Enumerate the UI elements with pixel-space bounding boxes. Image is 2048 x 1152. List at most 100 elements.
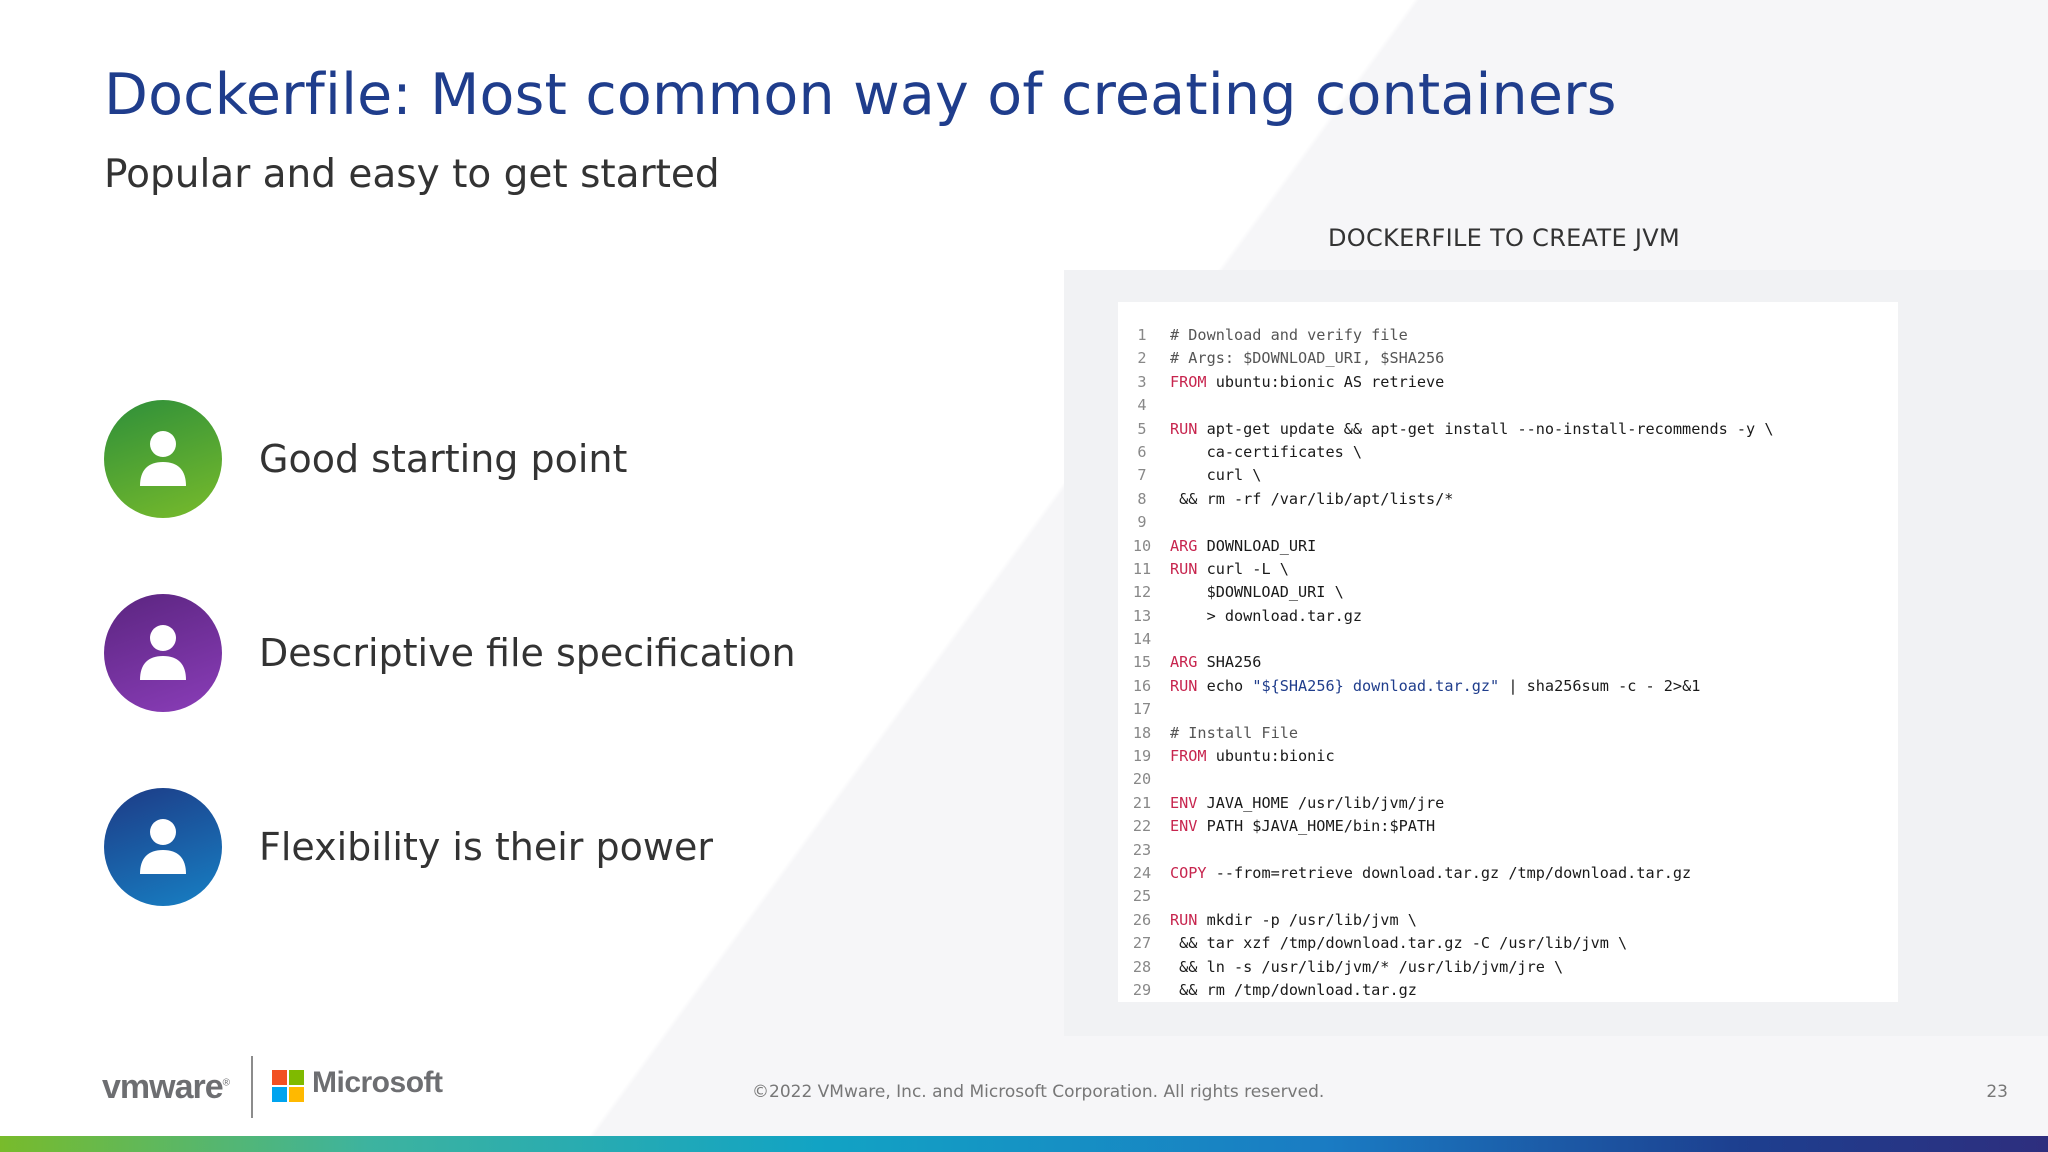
line-number: 8 — [1137, 489, 1147, 508]
code-line: 5 RUN apt-get update && apt-get install -… — [1118, 418, 1898, 441]
line-number: 16 — [1132, 676, 1152, 695]
line-number: 19 — [1132, 747, 1152, 766]
code-keyword: RUN — [1170, 910, 1198, 929]
code-comment: # Args: $DOWNLOAD_URI, $SHA256 — [1170, 349, 1445, 368]
code-text: | sha256sum -c - 2>&1 — [1499, 676, 1701, 695]
microsoft-logo-text: Microsoft — [312, 1066, 443, 1099]
code-keyword: FROM — [1170, 372, 1207, 391]
user-icon — [104, 400, 222, 518]
code-text: && rm /tmp/download.tar.gz — [1170, 980, 1417, 999]
code-line: 22 ENV PATH $JAVA_HOME/bin:$PATH — [1118, 815, 1898, 838]
code-text: && ln -s /usr/lib/jvm/* /usr/lib/jvm/jre… — [1170, 957, 1564, 976]
point-label: Descriptive file specification — [259, 631, 796, 675]
line-number: 29 — [1132, 980, 1152, 999]
line-number: 9 — [1137, 513, 1147, 532]
line-number: 1 — [1137, 326, 1147, 344]
microsoft-logo-icon — [272, 1070, 304, 1102]
copyright-text: ©2022 VMware, Inc. and Microsoft Corpora… — [752, 1082, 1325, 1102]
code-text: mkdir -p /usr/lib/jvm \ — [1197, 910, 1417, 929]
code-line: 2 # Args: $DOWNLOAD_URI, $SHA256 — [1118, 347, 1898, 370]
code-text: PATH $JAVA_HOME/bin:$PATH — [1197, 817, 1436, 836]
code-line: 17 — [1118, 698, 1898, 721]
user-icon — [104, 594, 222, 712]
page-number: 23 — [1986, 1082, 2008, 1102]
line-number: 24 — [1132, 863, 1152, 882]
code-line: 23 — [1118, 839, 1898, 862]
code-text: echo — [1197, 676, 1253, 695]
code-line: 15 ARG SHA256 — [1118, 651, 1898, 674]
code-keyword: ENV — [1170, 817, 1198, 836]
code-line: 3 FROM ubuntu:bionic AS retrieve — [1118, 371, 1898, 394]
brand-gradient-bar — [0, 1136, 2048, 1152]
code-line: 16 RUN echo "${SHA256} download.tar.gz" |… — [1118, 675, 1898, 698]
line-number: 23 — [1132, 840, 1152, 859]
code-text: --from=retrieve download.tar.gz /tmp/dow… — [1206, 863, 1692, 882]
code-text: ubuntu:bionic — [1206, 747, 1335, 766]
code-text: curl \ — [1170, 466, 1262, 485]
line-number: 3 — [1137, 372, 1147, 391]
slide-title: Dockerfile: Most common way of creating … — [104, 62, 1617, 128]
code-line: 9 — [1118, 511, 1898, 534]
code-keyword: RUN — [1170, 559, 1198, 578]
code-keyword: RUN — [1170, 676, 1198, 695]
code-keyword: ENV — [1170, 793, 1198, 812]
code-line: 24 COPY --from=retrieve download.tar.gz /… — [1118, 862, 1898, 885]
line-number: 5 — [1137, 419, 1147, 438]
code-line: 29 && rm /tmp/download.tar.gz — [1118, 979, 1898, 1002]
line-number: 22 — [1132, 817, 1152, 836]
point-flexibility: Flexibility is their power — [104, 788, 924, 906]
code-text: JAVA_HOME /usr/lib/jvm/jre — [1197, 793, 1445, 812]
code-title: DOCKERFILE TO CREATE JVM — [1328, 224, 1680, 252]
point-label: Flexibility is their power — [259, 825, 713, 869]
code-line: 12 $DOWNLOAD_URI \ — [1118, 581, 1898, 604]
code-line: 19 FROM ubuntu:bionic — [1118, 745, 1898, 768]
code-keyword: ARG — [1170, 653, 1198, 672]
code-comment: # Install File — [1170, 723, 1299, 742]
code-line: 18 # Install File — [1118, 722, 1898, 745]
code-text: SHA256 — [1197, 653, 1262, 672]
code-line: 20 — [1118, 768, 1898, 791]
line-number: 2 — [1137, 349, 1147, 368]
code-lines: 1# Download and verify file 2 # Args: $DOW… — [1118, 324, 1898, 1002]
code-text: $DOWNLOAD_URI \ — [1170, 583, 1344, 602]
line-number: 6 — [1137, 442, 1147, 461]
line-number: 18 — [1132, 723, 1152, 742]
code-line: 14 — [1118, 628, 1898, 651]
line-number: 27 — [1132, 934, 1152, 953]
line-number: 7 — [1137, 466, 1147, 485]
line-number: 17 — [1132, 700, 1152, 719]
line-number: 20 — [1132, 770, 1152, 789]
code-line: 25 — [1118, 885, 1898, 908]
code-keyword: FROM — [1170, 747, 1207, 766]
code-line: 28 && ln -s /usr/lib/jvm/* /usr/lib/jvm/… — [1118, 956, 1898, 979]
code-text: > download.tar.gz — [1170, 606, 1363, 625]
line-number: 28 — [1132, 957, 1152, 976]
user-icon — [104, 788, 222, 906]
code-line: 4 — [1118, 394, 1898, 417]
code-keyword: COPY — [1170, 863, 1207, 882]
code-text: && tar xzf /tmp/download.tar.gz -C /usr/… — [1170, 934, 1628, 953]
vmware-logo: vmware® — [102, 1068, 230, 1106]
line-number: 10 — [1132, 536, 1152, 555]
code-line: 7 curl \ — [1118, 464, 1898, 487]
line-number: 25 — [1132, 887, 1152, 906]
code-string: "${SHA256} download.tar.gz" — [1252, 676, 1500, 695]
code-keyword: RUN — [1170, 419, 1198, 438]
code-text: && rm -rf /var/lib/apt/lists/* — [1170, 489, 1454, 508]
code-text: DOWNLOAD_URI — [1197, 536, 1317, 555]
code-text: apt-get update && apt-get install --no-i… — [1197, 419, 1774, 438]
code-line: 13 > download.tar.gz — [1118, 605, 1898, 628]
line-number: 15 — [1132, 653, 1152, 672]
line-number: 4 — [1137, 396, 1147, 415]
code-line: 1# Download and verify file — [1118, 324, 1898, 347]
code-text: curl -L \ — [1197, 559, 1289, 578]
code-text: ubuntu:bionic AS retrieve — [1206, 372, 1445, 391]
point-good-starting-point: Good starting point — [104, 400, 924, 518]
slide-subtitle: Popular and easy to get started — [104, 152, 720, 197]
point-label: Good starting point — [259, 437, 628, 481]
line-number: 13 — [1132, 606, 1152, 625]
